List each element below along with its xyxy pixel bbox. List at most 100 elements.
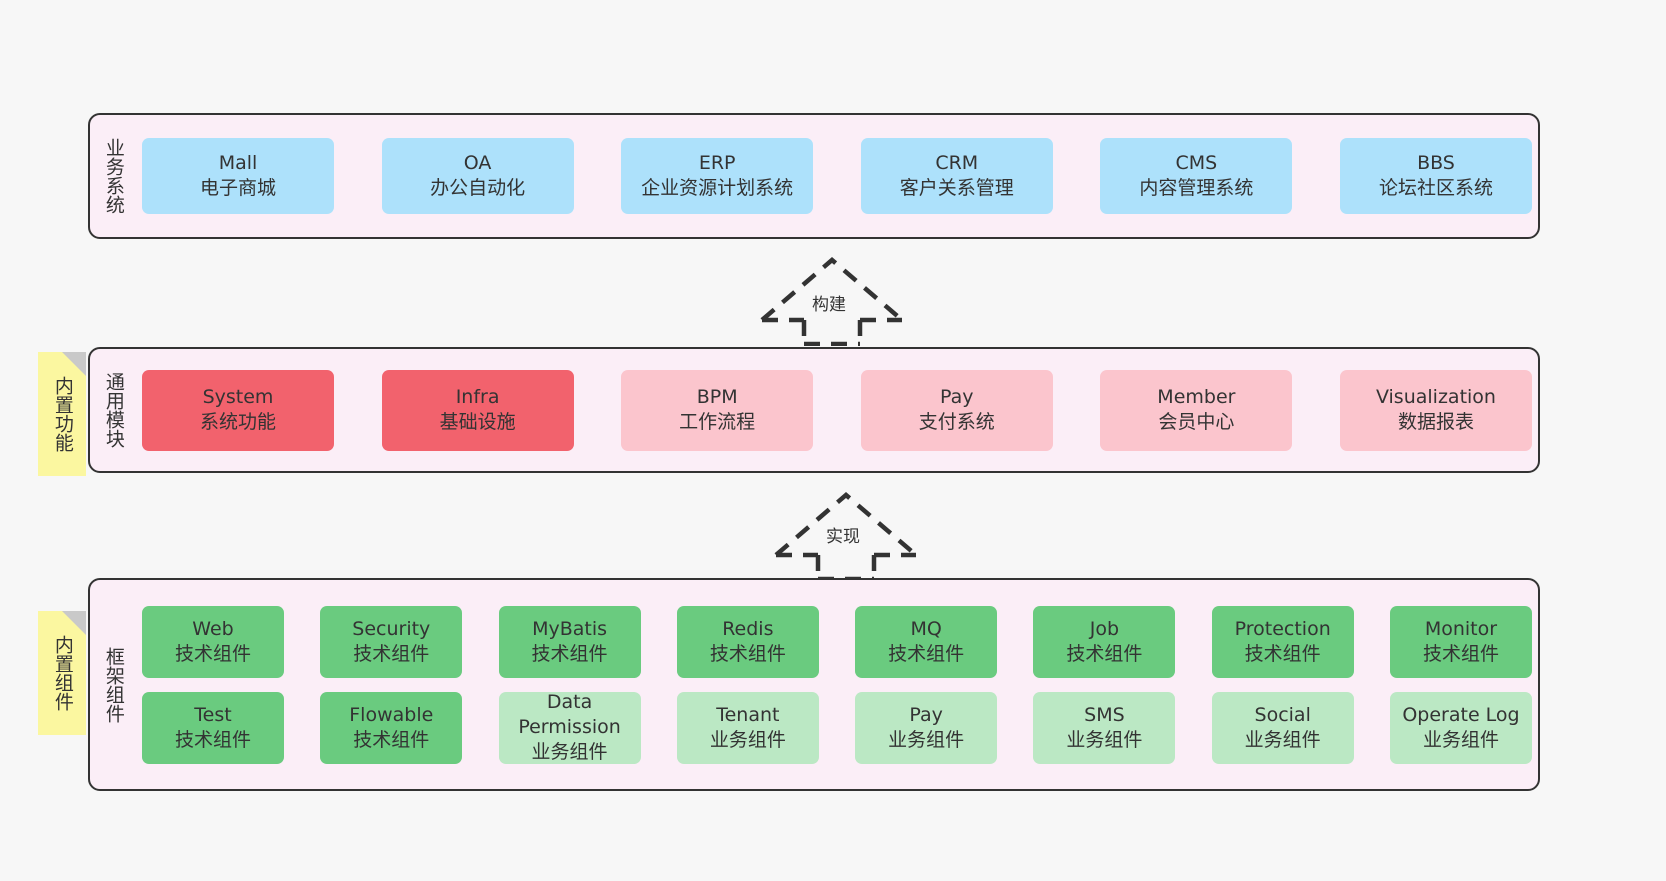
node-job-desc: 技术组件 — [1066, 642, 1143, 665]
node-member-name: Member — [1157, 386, 1236, 409]
layer-business-systems: 业务系统 Mall 电子商城 OA 办公自动化 ERP 企业资源计划系统 CRM… — [88, 113, 1540, 239]
node-pay-module-name: Pay — [940, 386, 974, 409]
node-security-desc: 技术组件 — [353, 642, 430, 665]
node-test[interactable]: Test 技术组件 — [142, 691, 284, 764]
node-flowable-desc: 技术组件 — [353, 728, 430, 751]
node-cms[interactable]: CMS 内容管理系统 — [1100, 138, 1293, 214]
layer-body-business: Mall 电子商城 OA 办公自动化 ERP 企业资源计划系统 CRM 客户关系… — [136, 115, 1538, 237]
node-bpm[interactable]: BPM 工作流程 — [621, 369, 814, 451]
node-mall-desc: 电子商城 — [199, 177, 276, 199]
layer-title-common: 通用模块 — [102, 372, 125, 448]
node-data-permission[interactable]: Data Permission 业务组件 — [498, 691, 641, 764]
node-mq-desc: 技术组件 — [888, 642, 965, 665]
node-web-desc: 技术组件 — [174, 642, 251, 665]
node-oa-desc: 办公自动化 — [430, 177, 526, 199]
node-mybatis-desc: 技术组件 — [531, 642, 608, 665]
node-system-desc: 系统功能 — [199, 411, 276, 433]
node-social-desc: 业务组件 — [1244, 728, 1321, 751]
layer-body-framework: Web 技术组件 Security 技术组件 MyBatis 技术组件 Redi… — [136, 580, 1538, 789]
node-data-permission-name2: Permission — [518, 716, 621, 739]
node-bpm-name: BPM — [696, 386, 738, 409]
node-sms[interactable]: SMS 业务组件 — [1033, 691, 1176, 764]
node-monitor-name: Monitor — [1424, 617, 1498, 640]
node-protection-desc: 技术组件 — [1244, 642, 1321, 665]
node-cms-desc: 内容管理系统 — [1139, 177, 1254, 199]
node-tenant-name: Tenant — [716, 703, 780, 726]
node-flowable[interactable]: Flowable 技术组件 — [320, 691, 463, 764]
node-web-name: Web — [192, 617, 234, 640]
node-security-name: Security — [352, 617, 431, 640]
node-visualization-name: Visualization — [1375, 386, 1496, 409]
node-social-name: Social — [1254, 703, 1311, 726]
sticky-note-builtin-features-label: 内置功能 — [51, 376, 74, 452]
node-security[interactable]: Security 技术组件 — [320, 605, 463, 678]
framework-row-business: Test 技术组件 Flowable 技术组件 Data Permission … — [142, 691, 1532, 764]
node-monitor-desc: 技术组件 — [1422, 642, 1499, 665]
node-mall-name: Mall — [218, 152, 258, 175]
node-social[interactable]: Social 业务组件 — [1211, 691, 1354, 764]
node-bbs-desc: 论坛社区系统 — [1378, 177, 1493, 199]
node-mybatis[interactable]: MyBatis 技术组件 — [498, 605, 641, 678]
node-infra[interactable]: Infra 基础设施 — [381, 369, 574, 451]
node-mybatis-name: MyBatis — [532, 617, 608, 640]
node-pay-component[interactable]: Pay 业务组件 — [855, 691, 998, 764]
node-redis-name: Redis — [722, 617, 774, 640]
node-web[interactable]: Web 技术组件 — [142, 605, 284, 678]
node-bpm-desc: 工作流程 — [679, 411, 756, 433]
node-protection[interactable]: Protection 技术组件 — [1211, 605, 1354, 678]
node-test-desc: 技术组件 — [174, 728, 251, 751]
node-operate-log[interactable]: Operate Log 业务组件 — [1389, 691, 1532, 764]
node-oa[interactable]: OA 办公自动化 — [381, 138, 574, 214]
node-erp-name: ERP — [698, 152, 736, 175]
node-sms-name: SMS — [1084, 703, 1125, 726]
node-infra-desc: 基础设施 — [439, 411, 516, 433]
node-job[interactable]: Job 技术组件 — [1033, 605, 1176, 678]
node-operate-log-name: Operate Log — [1402, 703, 1520, 726]
node-data-permission-name: Data — [546, 691, 593, 714]
sticky-fold-icon — [62, 611, 86, 635]
node-tenant-desc: 业务组件 — [709, 728, 786, 751]
node-pay-module-desc: 支付系统 — [918, 411, 995, 433]
node-member-desc: 会员中心 — [1158, 411, 1235, 433]
node-tenant[interactable]: Tenant 业务组件 — [676, 691, 819, 764]
node-crm-desc: 客户关系管理 — [899, 177, 1014, 199]
node-bbs[interactable]: BBS 论坛社区系统 — [1339, 138, 1532, 214]
node-pay-component-desc: 业务组件 — [888, 728, 965, 751]
sticky-note-builtin-features: 内置功能 — [38, 352, 86, 476]
node-data-permission-desc: 业务组件 — [531, 740, 608, 763]
node-mq-name: MQ — [910, 617, 942, 640]
node-oa-name: OA — [463, 152, 492, 175]
arrow-label-build: 构建 — [812, 295, 846, 315]
node-protection-name: Protection — [1234, 617, 1331, 640]
generalization-arrow-build — [760, 257, 904, 346]
layer-common-modules: 通用模块 System 系统功能 Infra 基础设施 BPM 工作流程 Pay… — [88, 347, 1540, 473]
node-flowable-name: Flowable — [349, 703, 434, 726]
node-infra-name: Infra — [455, 386, 500, 409]
layer-body-common: System 系统功能 Infra 基础设施 BPM 工作流程 Pay 支付系统… — [136, 349, 1538, 471]
layer-title-business: 业务系统 — [102, 138, 125, 214]
node-operate-log-desc: 业务组件 — [1422, 728, 1499, 751]
node-crm-name: CRM — [935, 152, 979, 175]
node-crm[interactable]: CRM 客户关系管理 — [860, 138, 1053, 214]
node-visualization-desc: 数据报表 — [1397, 411, 1474, 433]
node-mall[interactable]: Mall 电子商城 — [142, 138, 334, 214]
node-test-name: Test — [194, 703, 232, 726]
node-redis[interactable]: Redis 技术组件 — [676, 605, 819, 678]
node-pay-component-name: Pay — [909, 703, 943, 726]
node-erp[interactable]: ERP 企业资源计划系统 — [621, 138, 814, 214]
node-pay-module[interactable]: Pay 支付系统 — [860, 369, 1053, 451]
node-erp-desc: 企业资源计划系统 — [641, 177, 794, 199]
node-mq[interactable]: MQ 技术组件 — [855, 605, 998, 678]
node-bbs-name: BBS — [1417, 152, 1455, 175]
node-sms-desc: 业务组件 — [1066, 728, 1143, 751]
sticky-fold-icon — [62, 352, 86, 376]
node-cms-name: CMS — [1175, 152, 1218, 175]
node-system-name: System — [202, 386, 274, 409]
node-monitor[interactable]: Monitor 技术组件 — [1389, 605, 1532, 678]
sticky-note-builtin-components: 内置组件 — [38, 611, 86, 735]
node-system[interactable]: System 系统功能 — [142, 369, 334, 451]
node-member[interactable]: Member 会员中心 — [1100, 369, 1293, 451]
arrow-label-implement: 实现 — [826, 527, 860, 547]
framework-row-technical: Web 技术组件 Security 技术组件 MyBatis 技术组件 Redi… — [142, 605, 1532, 678]
node-visualization[interactable]: Visualization 数据报表 — [1339, 369, 1532, 451]
